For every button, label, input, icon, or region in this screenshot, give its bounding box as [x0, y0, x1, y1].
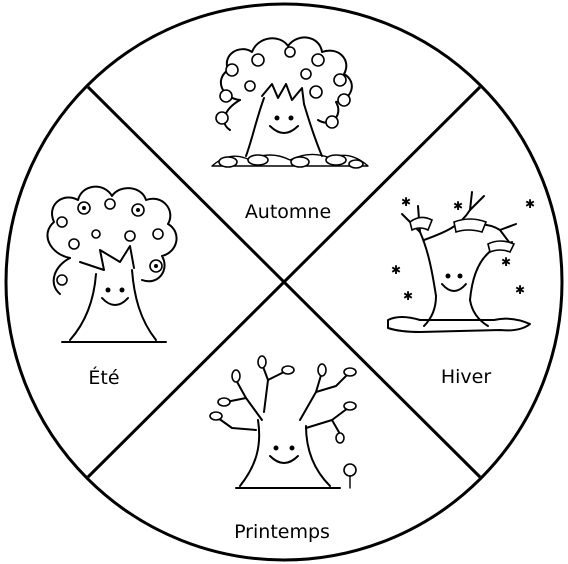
svg-text:✱: ✱	[403, 289, 413, 303]
svg-text:✱: ✱	[515, 283, 525, 297]
svg-text:✱: ✱	[391, 263, 401, 277]
season-label-summer: Été	[88, 366, 119, 389]
svg-text:✱: ✱	[401, 195, 411, 209]
svg-text:✱: ✱	[501, 255, 511, 269]
season-label-winter: Hiver	[441, 366, 491, 388]
season-label-autumn: Automne	[245, 201, 331, 223]
svg-text:✱: ✱	[453, 199, 463, 213]
season-label-spring: Printemps	[234, 521, 330, 543]
svg-text:✱: ✱	[525, 197, 535, 211]
